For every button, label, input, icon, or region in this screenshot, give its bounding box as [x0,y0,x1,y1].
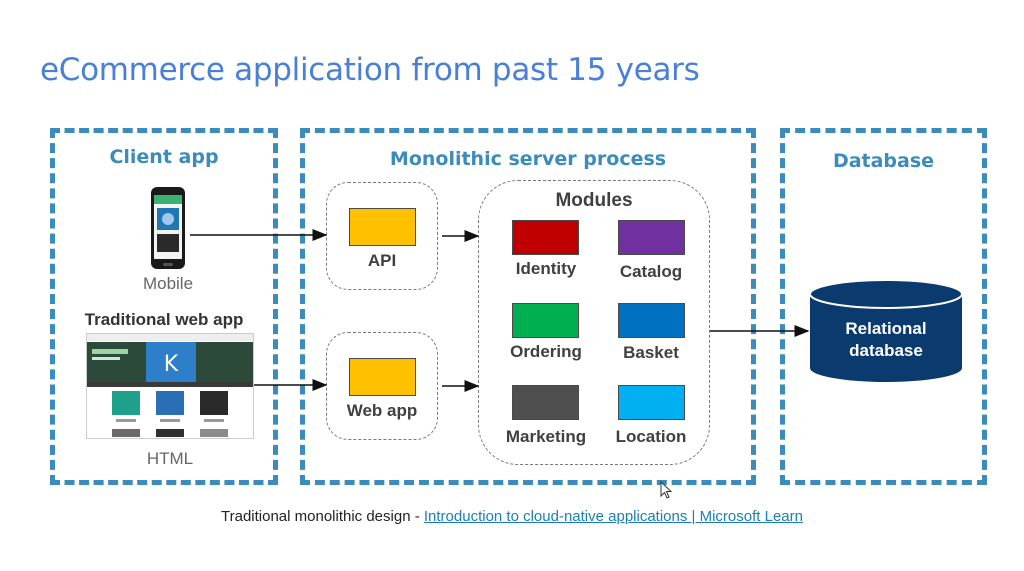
module-swatch-location [618,385,685,420]
client-app-title: Client app [109,146,219,168]
api-swatch [349,208,416,246]
html-label: HTML [146,449,194,468]
client-app-zone [50,128,278,485]
module-label-catalog: Catalog [619,262,683,281]
svg-text:K: K [164,352,179,377]
module-label-identity: Identity [515,259,577,278]
database-label-line2: database [849,341,923,360]
module-swatch-identity [512,220,579,255]
database-label: Relational database [810,318,962,362]
mouse-cursor-icon [660,481,673,499]
database-label-line1: Relational [845,319,927,338]
module-swatch-basket [618,303,685,338]
server-process-zone [300,128,756,485]
web-page-screenshot-icon: K [86,333,254,439]
module-swatch-marketing [512,385,579,420]
module-label-basket: Basket [623,343,679,362]
caption-text: Traditional monolithic design - [221,508,424,525]
caption-link[interactable]: Introduction to cloud-native application… [423,508,803,525]
module-label-marketing: Marketing [505,427,587,446]
webapp-label: Web app [346,401,418,420]
module-swatch-catalog [618,220,685,255]
slide-title: eCommerce application from past 15 years [40,52,700,88]
api-label: API [367,251,397,270]
module-label-ordering: Ordering [510,342,582,361]
mobile-phone-icon [151,187,185,269]
server-process-title: Monolithic server process [389,148,667,170]
database-zone [780,128,987,485]
module-label-location: Location [615,427,687,446]
modules-title: Modules [555,190,633,211]
database-title: Database [832,150,935,172]
modules-box [478,180,710,465]
module-swatch-ordering [512,303,579,338]
mobile-label: Mobile [142,274,194,293]
webapp-swatch [349,358,416,396]
relational-database-icon [809,279,963,382]
slide-caption: Traditional monolithic design - Introduc… [0,508,1024,525]
web-app-title: Traditional web app [84,310,244,329]
